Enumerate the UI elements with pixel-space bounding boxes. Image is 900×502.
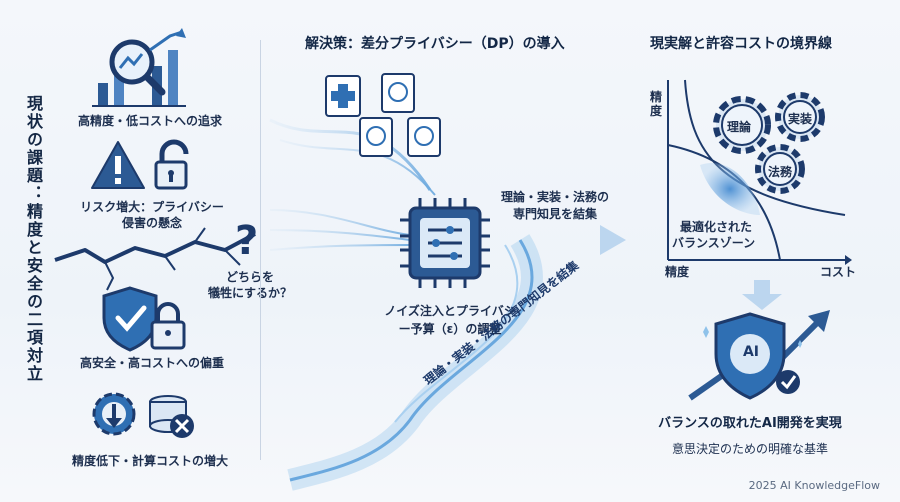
knowledge-label-line1: 理論・実装・法務の: [500, 190, 609, 204]
zone-label-line1: 最適化された: [680, 220, 753, 234]
document-icons: [325, 73, 441, 157]
gears-icon: [713, 92, 825, 194]
chart-x-axis-left: 精度: [665, 265, 690, 279]
gear-coins-icon: [92, 392, 194, 438]
footer-watermark: 2025 AI KnowledgeFlow: [748, 479, 880, 492]
question-line1: どちらを: [225, 270, 274, 284]
shield-lock-icon: [102, 286, 186, 352]
shield-ai-text: AI: [742, 344, 760, 360]
result-title: バランスの取れたAI開発を実現: [658, 416, 842, 431]
processor-chip-icon: [400, 198, 490, 288]
solution-title: 解決策：差分プライバシー（DP）の導入: [305, 36, 565, 52]
result-subtitle: 意思決定のための明確な基準: [671, 442, 828, 456]
down-arrow-icon: [742, 280, 782, 310]
chart-x-axis-right: コスト: [820, 265, 857, 279]
crack-icon: [54, 227, 256, 291]
question-mark: ?: [235, 218, 259, 264]
data-stream-graphic: [269, 118, 626, 491]
boundary-title: 現実解と許容コストの境界線: [650, 36, 832, 52]
page-vertical-title: 現状の課題：精度と安全の二項対立: [24, 95, 43, 383]
ai-shield-icon: [688, 310, 830, 401]
chart-y-axis-label: 精度: [650, 90, 663, 118]
tradeoff-chart: [667, 79, 852, 265]
gear-label-implementation: 実装: [788, 112, 813, 126]
issue-label-accuracy: 高精度・低コストへの追求: [77, 114, 222, 128]
zone-label-line2: バランスゾーン: [672, 236, 756, 250]
magnifier-chart-icon: [92, 28, 186, 107]
warning-unlock-icon: [91, 139, 189, 190]
section-divider: [260, 40, 261, 460]
chip-label-line2: ー予算（ε）の調整: [398, 322, 502, 336]
knowledge-label-line2: 専門知見を結集: [512, 207, 597, 221]
gear-label-legal: 法務: [768, 165, 793, 179]
issue-label-risk-line2: 侵害の懸念: [121, 216, 182, 230]
issue-label-security: 高安全・高コストへの偏重: [79, 356, 224, 370]
issue-label-degradation: 精度低下・計算コストの増大: [71, 454, 228, 468]
gear-label-theory: 理論: [727, 120, 752, 134]
issue-label-risk-line1: リスク増大：プライバシー: [80, 200, 224, 214]
chip-label-line1: ノイズ注入とプライバシ: [384, 304, 516, 318]
question-line2: 犠牲にするか？: [207, 286, 293, 300]
